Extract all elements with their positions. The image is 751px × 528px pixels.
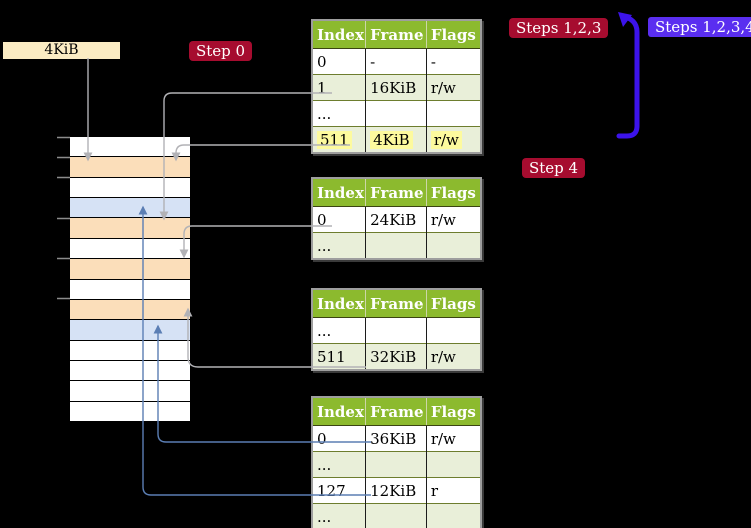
memory-frame: [70, 218, 190, 238]
highlight: 511: [317, 130, 352, 149]
memory-frame: [70, 299, 190, 320]
cell-index: 1: [312, 74, 366, 101]
col-header-frame: Frame: [365, 289, 427, 318]
cell-index: 511: [312, 343, 366, 370]
col-header-index: Index: [312, 289, 366, 318]
memory-frame: [70, 137, 190, 157]
table-header-row: Index Frame Flags: [312, 397, 481, 426]
table-row: ...: [312, 100, 481, 127]
table-row-highlighted: 511 4KiB r/w: [312, 126, 481, 153]
cell-index: 0: [312, 425, 366, 452]
cell-frame: 12KiB: [365, 477, 427, 504]
table-row: 511 32KiB r/w: [312, 343, 481, 370]
cell-frame: [365, 503, 427, 528]
memory-frame: [70, 238, 190, 259]
cell-index: 511: [312, 126, 366, 153]
recursive-loop-arrow: [616, 12, 640, 139]
col-header-flags: Flags: [425, 397, 481, 426]
badge-step-0: Step 0: [189, 41, 253, 61]
cell-index: ...: [312, 451, 366, 478]
recursive-loop-arrowhead-icon: [618, 12, 632, 27]
cell-flags: [425, 232, 481, 259]
cell-frame: [365, 317, 427, 344]
badge-step-4: Step 4: [522, 158, 586, 178]
cell-index: 127: [312, 477, 366, 504]
memory-frame: [70, 157, 190, 177]
page-table-3: Index Frame Flags ... 511 32KiB r/w: [311, 288, 482, 371]
cell-flags: r/w: [425, 425, 481, 452]
col-header-frame: Frame: [365, 20, 427, 49]
memory-frame: [70, 381, 190, 401]
cell-index: 0: [312, 48, 366, 75]
cell-flags: [425, 317, 481, 344]
table-row: 0 24KiB r/w: [312, 206, 481, 233]
memory-frame: [70, 279, 190, 299]
highlight: 4KiB: [370, 130, 413, 149]
memory-frame: [70, 177, 190, 198]
cell-frame: 16KiB: [365, 74, 427, 101]
frame-size-label: 4KiB: [3, 42, 120, 59]
memory-frame: [70, 360, 190, 381]
cell-index: ...: [312, 317, 366, 344]
col-header-flags: Flags: [425, 289, 481, 318]
badge-steps-1234: Steps 1,2,3,4: [648, 17, 751, 37]
cell-flags: r/w: [425, 126, 481, 153]
cell-index: ...: [312, 100, 366, 127]
cell-frame: -: [365, 48, 427, 75]
page-table-1: Index Frame Flags 0 - - 1 16KiB r/w ... …: [311, 19, 482, 154]
cell-frame: [365, 100, 427, 127]
table-row: 1 16KiB r/w: [312, 74, 481, 101]
highlight: r/w: [430, 130, 462, 149]
cell-frame: 32KiB: [365, 343, 427, 370]
physical-memory-column: [70, 137, 190, 422]
cell-frame: [365, 451, 427, 478]
table-row: ...: [312, 451, 481, 478]
col-header-frame: Frame: [365, 178, 427, 207]
table-header-row: Index Frame Flags: [312, 178, 481, 207]
col-header-frame: Frame: [365, 397, 427, 426]
cell-frame: 24KiB: [365, 206, 427, 233]
cell-index: ...: [312, 232, 366, 259]
cell-flags: r/w: [425, 206, 481, 233]
cell-frame: 4KiB: [365, 126, 427, 153]
cell-frame: 36KiB: [365, 425, 427, 452]
table-row: 127 12KiB r: [312, 477, 481, 504]
address-tick-marks: [57, 136, 70, 300]
table-row: 0 - -: [312, 48, 481, 75]
table-header-row: Index Frame Flags: [312, 289, 481, 318]
page-table-4: Index Frame Flags 0 36KiB r/w ... 127 12…: [311, 396, 482, 528]
memory-frame: [70, 340, 190, 360]
page-table-2: Index Frame Flags 0 24KiB r/w ...: [311, 177, 482, 260]
cell-flags: r/w: [425, 74, 481, 101]
cell-index: 0: [312, 206, 366, 233]
cell-flags: [425, 451, 481, 478]
memory-frame: [70, 259, 190, 279]
col-header-flags: Flags: [425, 178, 481, 207]
cell-flags: r: [425, 477, 481, 504]
table-row: ...: [312, 503, 481, 528]
col-header-index: Index: [312, 397, 366, 426]
cell-flags: r/w: [425, 343, 481, 370]
badge-steps-123: Steps 1,2,3: [509, 18, 609, 38]
cell-flags: [425, 503, 481, 528]
table-row: ...: [312, 317, 481, 344]
col-header-flags: Flags: [425, 20, 481, 49]
cell-frame: [365, 232, 427, 259]
table-row: ...: [312, 232, 481, 259]
col-header-index: Index: [312, 178, 366, 207]
table-row: 0 36KiB r/w: [312, 425, 481, 452]
memory-frame: [70, 401, 190, 422]
arrow-entry0-to-frame-24kib: [179, 225, 332, 259]
col-header-index: Index: [312, 20, 366, 49]
cell-flags: [425, 100, 481, 127]
cell-flags: -: [425, 48, 481, 75]
recursive-loop-shaft: [616, 15, 640, 139]
memory-frame: [70, 198, 190, 218]
cell-index: ...: [312, 503, 366, 528]
memory-frame: [70, 320, 190, 340]
table-header-row: Index Frame Flags: [312, 20, 481, 49]
